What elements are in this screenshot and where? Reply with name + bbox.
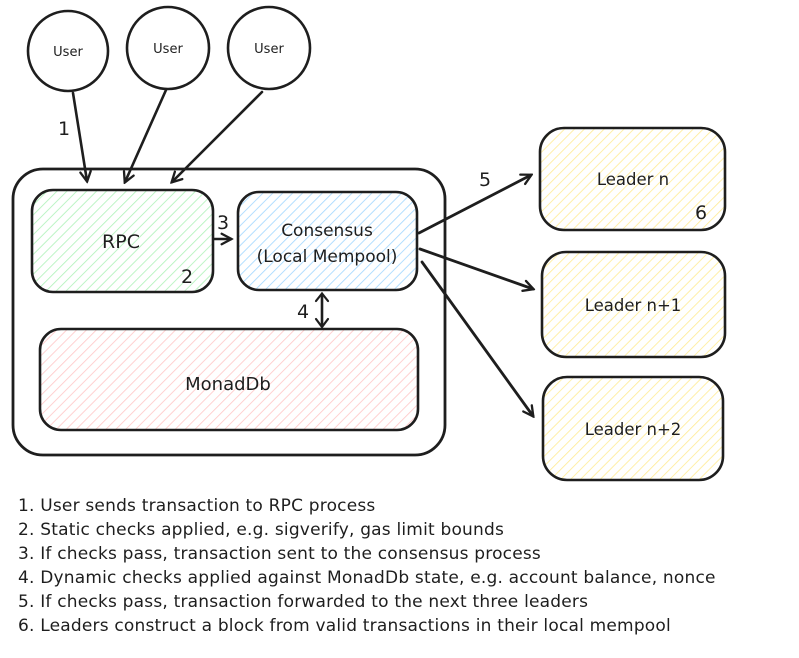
user-node-2: User — [125, 5, 211, 91]
consensus-box — [236, 190, 419, 292]
leader-n-box — [538, 126, 727, 232]
validator-node-container — [11, 167, 447, 457]
monaddb-box — [38, 327, 420, 432]
arrow-consensus-monaddb — [314, 291, 330, 329]
user-circle — [26, 9, 110, 93]
leader-n2-label: Leader n+2 — [585, 420, 682, 439]
step-label-4: 4 — [297, 301, 309, 323]
rpc-label: RPC — [102, 231, 140, 253]
arrow-user1-to-rpc — [71, 91, 87, 181]
consensus-node: Consensus (Local Mempool) — [236, 190, 419, 292]
user-circle — [125, 5, 211, 91]
monaddb-node: MonadDb — [38, 327, 420, 432]
consensus-label-line2: (Local Mempool) — [257, 247, 398, 267]
leader-n1-node: Leader n+1 — [540, 250, 727, 359]
user-circle — [226, 5, 312, 91]
arrow-consensus-to-leader-n — [417, 175, 531, 235]
rpc-node: RPC — [30, 188, 215, 294]
leader-n1-box — [540, 250, 727, 359]
step-label-2: 2 — [181, 266, 193, 288]
legend-item-2: 2. Static checks applied, e.g. sigverify… — [18, 520, 505, 540]
legend-item-5: 5. If checks pass, transaction forwarded… — [18, 592, 589, 612]
leader-n-label: Leader n — [597, 170, 669, 189]
rpc-box — [30, 188, 215, 294]
user-label: User — [53, 45, 83, 60]
arrow-consensus-to-leader-n2 — [420, 260, 533, 416]
legend-item-3: 3. If checks pass, transaction sent to t… — [18, 544, 541, 564]
legend-item-6: 6. Leaders construct a block from valid … — [18, 616, 671, 636]
step-label-1: 1 — [58, 118, 70, 140]
arrow-consensus-to-leader-n1 — [418, 247, 533, 289]
user-node-3: User — [226, 5, 312, 91]
arrow-user3-to-rpc — [172, 90, 264, 182]
legend-item-1: 1. User sends transaction to RPC process — [18, 496, 376, 516]
legend-list: 1. User sends transaction to RPC process… — [18, 494, 793, 638]
consensus-label-line1: Consensus — [281, 221, 373, 241]
flow-diagram: User User User RPC Consensus (Local Memp… — [11, 5, 727, 482]
arrow-user2-to-rpc — [125, 88, 168, 182]
user-label: User — [153, 42, 183, 57]
leader-n2-node: Leader n+2 — [541, 375, 725, 482]
leader-n2-box — [541, 375, 725, 482]
legend-item-4: 4. Dynamic checks applied against MonadD… — [18, 568, 716, 588]
user-label: User — [254, 42, 284, 57]
monaddb-label: MonadDb — [185, 374, 271, 395]
step-label-6: 6 — [695, 202, 707, 224]
leader-n-node: Leader n — [538, 126, 727, 232]
step-label-3: 3 — [217, 212, 229, 234]
leader-n1-label: Leader n+1 — [585, 296, 682, 315]
user-node-1: User — [26, 9, 110, 93]
step-label-5: 5 — [479, 169, 491, 191]
